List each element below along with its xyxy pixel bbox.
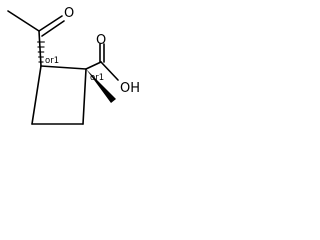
molecule-drawing: O O OH or1 or1	[7, 6, 140, 125]
bond-carbonyl-oxygen-a	[38, 15, 63, 32]
solid-wedge-methyl	[86, 69, 116, 103]
bond-methyl-carbonyl	[7, 10, 40, 32]
ring-bond-c1-c4	[82, 68, 87, 125]
carbonyl-oxygen-label: O	[64, 6, 74, 21]
carboxyl-oxygen-label: O	[96, 33, 106, 48]
stereo-label-c2: or1	[45, 56, 59, 66]
bond-carbonyl-oxygen-b	[41, 20, 65, 37]
hydroxyl-label: OH	[120, 81, 140, 96]
bond-carboxyl-hydroxyl	[100, 61, 119, 81]
bond-ring-carboxyl	[85, 61, 102, 70]
stereo-label-c1: or1	[90, 73, 104, 83]
ring-bond-c3-c2	[31, 65, 42, 125]
hashed-wedge-c2	[37, 41, 45, 63]
structure-diagram: O O OH or1 or1	[0, 0, 154, 130]
ring-bond-c2-c1	[40, 65, 87, 70]
bond-carbonyl-ring	[38, 30, 42, 67]
